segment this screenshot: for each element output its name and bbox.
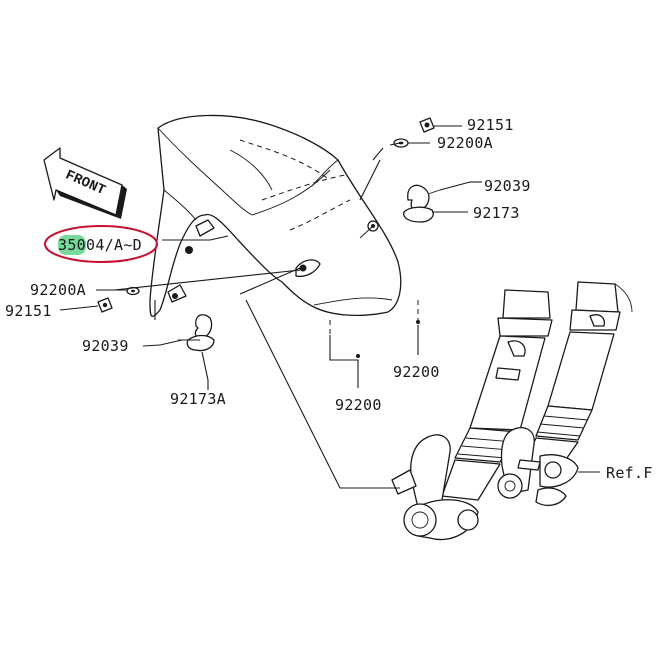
label-bolt-left: 92151 [5, 302, 52, 320]
highlight-marker [58, 235, 86, 255]
clip-left [142, 339, 183, 347]
label-fender: 35004/A~D [58, 236, 142, 254]
highlight-oval [44, 225, 158, 263]
screw-right [359, 220, 379, 239]
front-fender [149, 114, 402, 317]
label-screw-center: 92200 [335, 396, 382, 414]
front-arrow: FRONT [43, 147, 127, 219]
label-clip-top: 92039 [484, 177, 531, 195]
label-washer-left: 92200A [30, 281, 86, 299]
front-fork [391, 289, 553, 541]
label-washer-top: 92200A [437, 134, 493, 152]
label-clip-left: 92039 [82, 337, 129, 355]
leader-lines [113, 142, 600, 489]
label-bolt-top: 92151 [467, 116, 514, 134]
label-clamp-left: 92173A [170, 390, 226, 408]
bolt-left [59, 297, 113, 313]
clamp-left [186, 314, 215, 390]
bolt-top [419, 117, 462, 133]
washer-top [393, 138, 430, 148]
front-fork-right [497, 281, 633, 507]
clamp-top [403, 184, 468, 223]
part-number-highlight [44, 225, 158, 263]
label-clamp-top: 92173 [473, 204, 520, 222]
clip-top [427, 181, 482, 195]
label-fork-ref: Ref.F [606, 464, 653, 482]
label-screw-right: 92200 [393, 363, 440, 381]
